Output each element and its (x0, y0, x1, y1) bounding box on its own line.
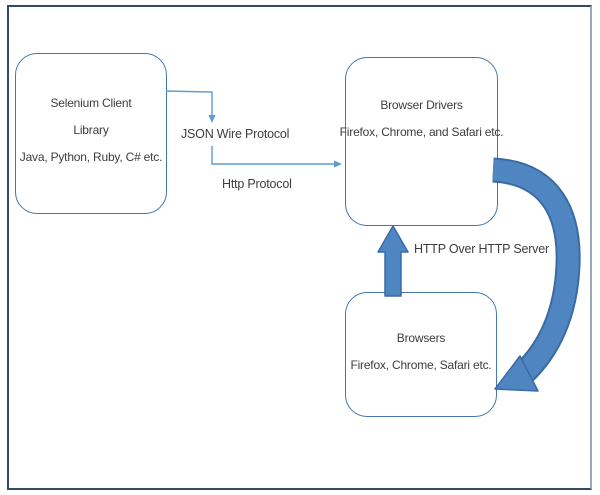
browsers-box-line2: Firefox, Chrome, Safari etc. (350, 358, 492, 372)
selenium-box-line2: Library (73, 123, 109, 137)
selenium-box-line3: Java, Python, Ruby, C# etc. (19, 150, 163, 164)
http-over-http-server-label: HTTP Over HTTP Server (414, 242, 549, 256)
selenium-box-line1: Selenium Client (50, 96, 132, 110)
drivers-box-line1: Browser Drivers (380, 98, 463, 112)
http-protocol-label: Http Protocol (222, 177, 292, 191)
drivers-box-line2: Firefox, Chrome, and Safari etc. (339, 125, 504, 139)
selenium-client-box: Selenium Client Library Java, Python, Ru… (15, 53, 167, 214)
browsers-box: Browsers Firefox, Chrome, Safari etc. (345, 292, 497, 417)
json-wire-protocol-label: JSON Wire Protocol (181, 127, 290, 141)
browsers-box-line1: Browsers (396, 331, 446, 345)
browser-drivers-box: Browser Drivers Firefox, Chrome, and Saf… (340, 57, 504, 226)
